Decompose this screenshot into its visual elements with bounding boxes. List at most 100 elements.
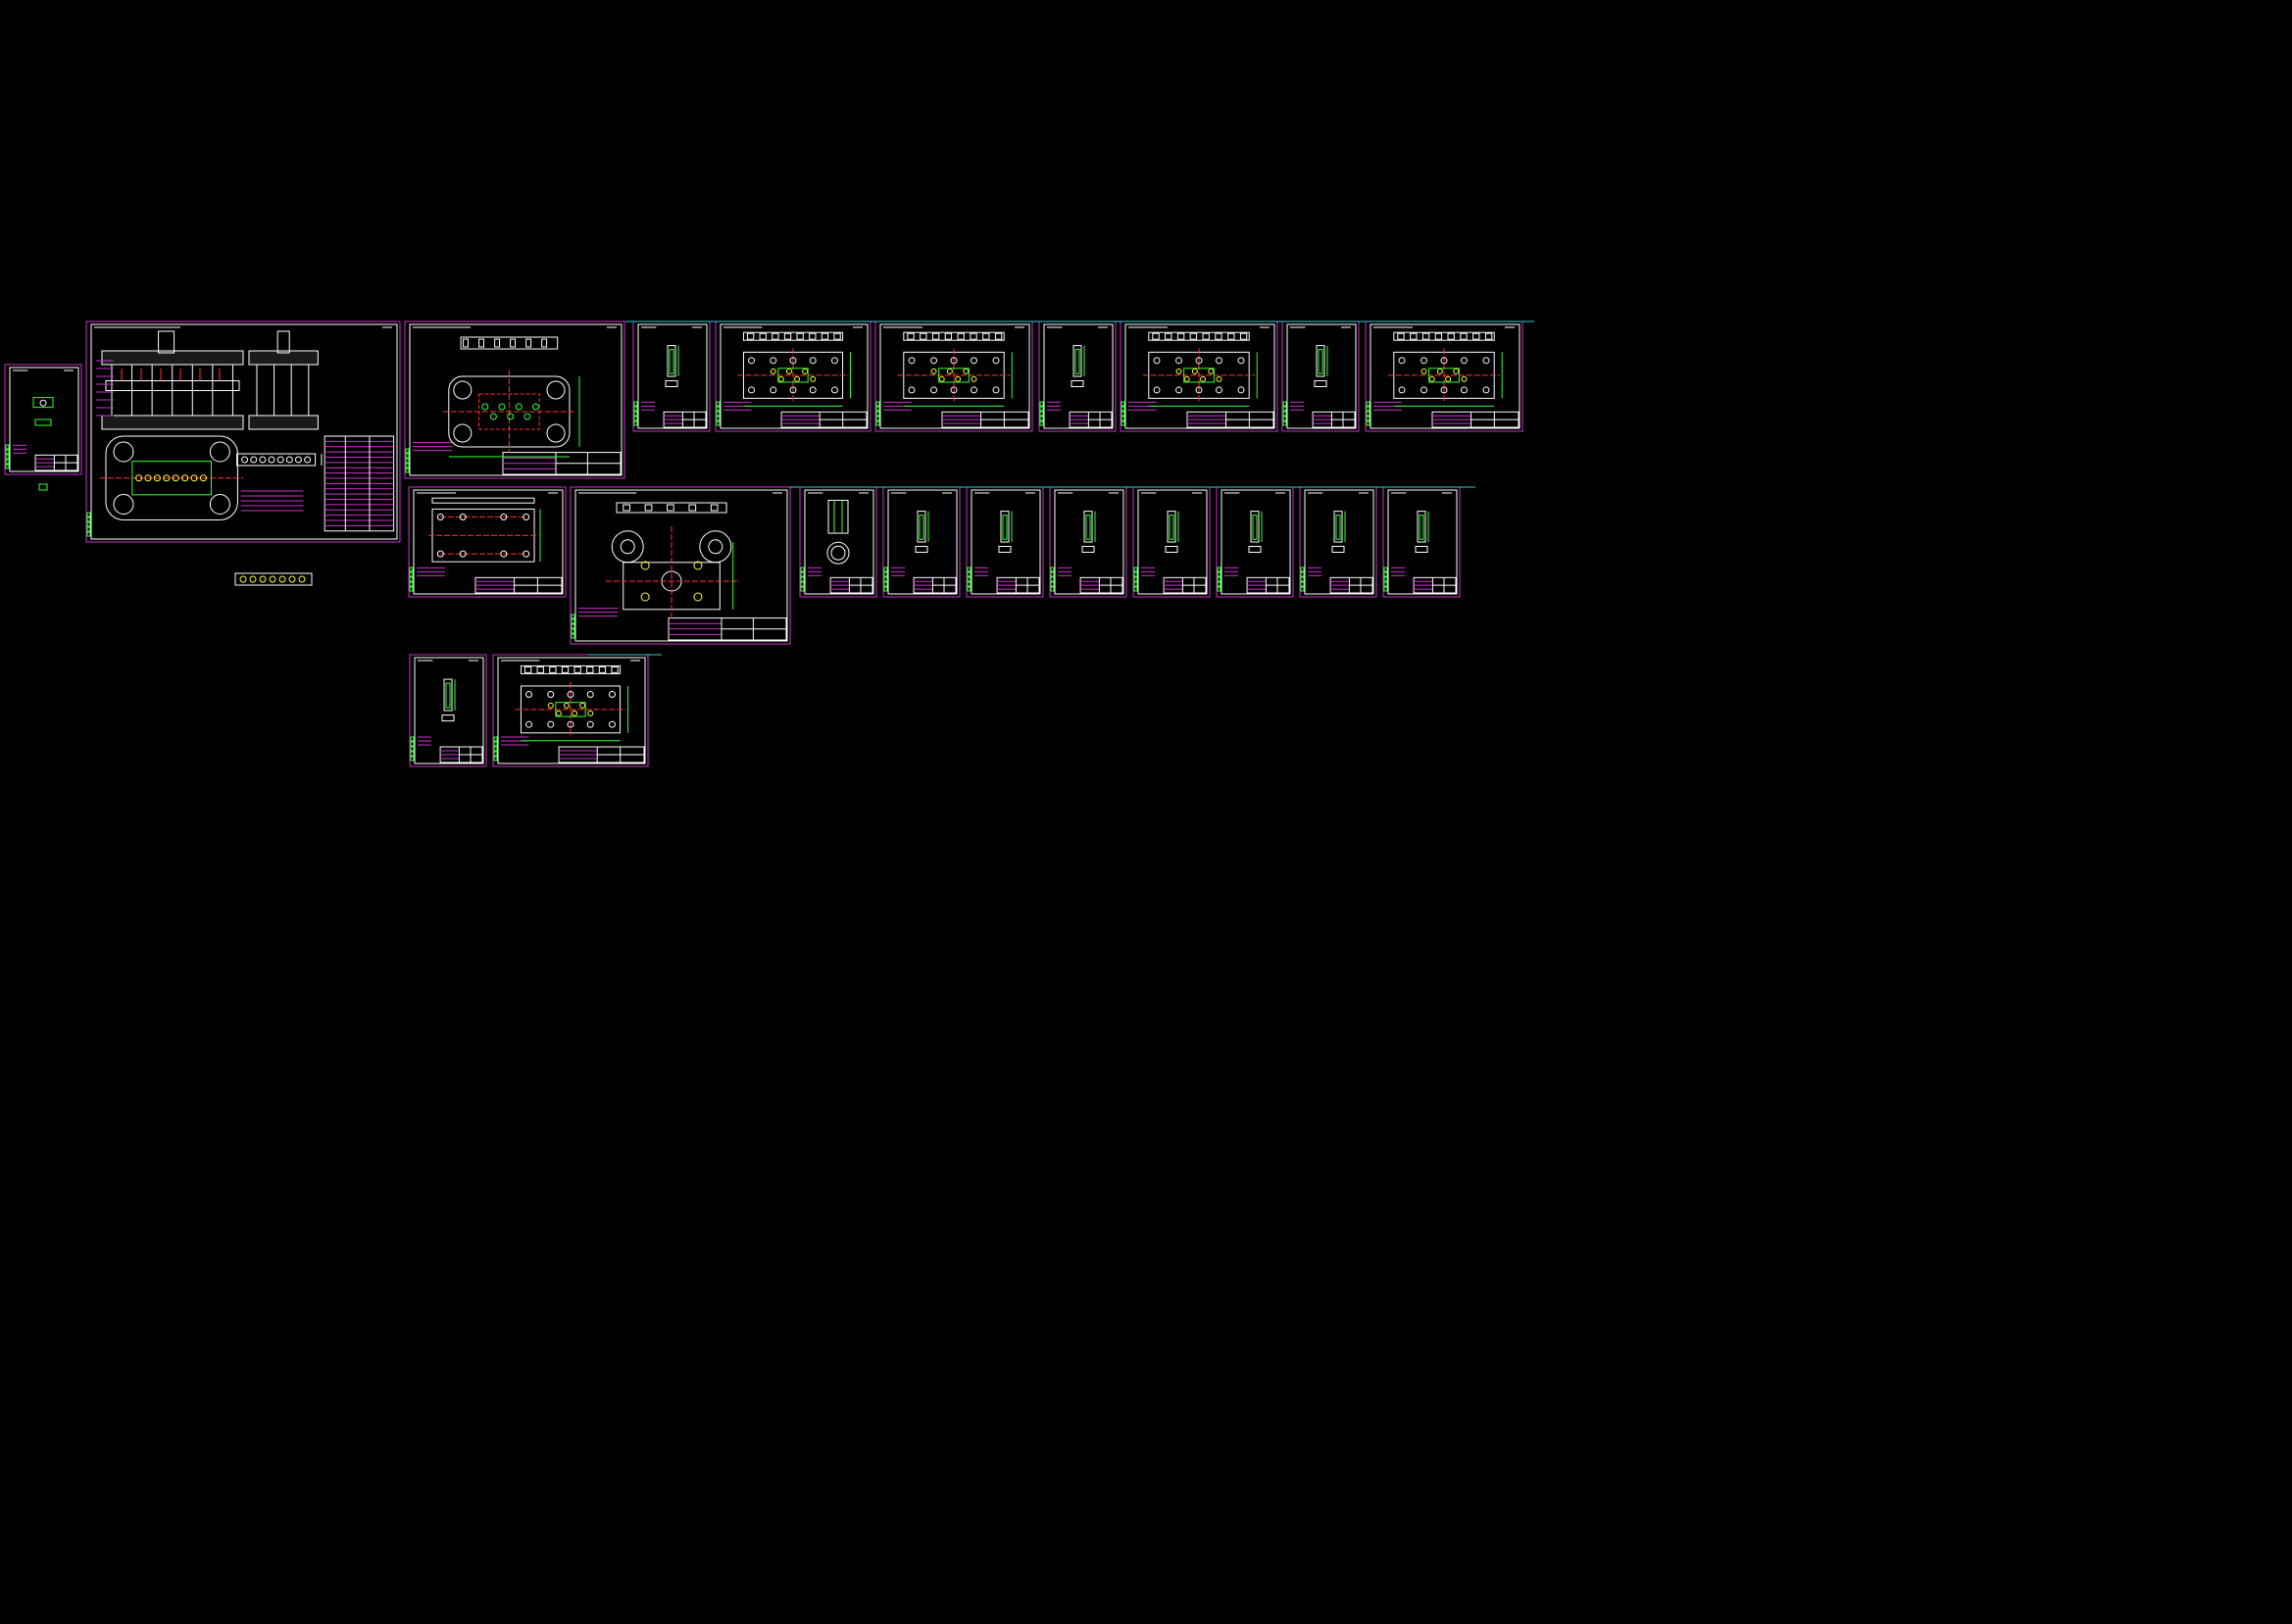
binding-mark	[410, 756, 415, 762]
section-hatch	[523, 665, 532, 673]
section-hatch	[1447, 332, 1455, 340]
side-bottom-plate	[248, 415, 319, 430]
stray-strip-hole	[259, 575, 267, 583]
sheet-inner-border	[971, 489, 1041, 595]
section-hatch	[759, 332, 767, 340]
bolt-hole	[693, 561, 703, 570]
sheet-inner-border	[887, 489, 958, 595]
section-hatch	[611, 665, 619, 673]
pierce-hole	[963, 368, 970, 374]
section-hatch	[994, 332, 1003, 340]
bolt-hole	[640, 592, 650, 602]
binding-mark	[1121, 406, 1125, 412]
side-top-plate	[248, 350, 319, 366]
stray-strip-hole	[298, 575, 306, 583]
section-hatch	[1152, 332, 1160, 340]
pierce-hole	[971, 375, 977, 382]
guide-pillar-hole	[113, 441, 134, 463]
binding-mark	[493, 751, 498, 757]
bolt-hole	[970, 357, 977, 365]
bolt-hole	[500, 550, 508, 558]
assembly-drawing-sheet	[85, 320, 401, 543]
binding-mark	[1300, 566, 1305, 572]
side-section	[460, 336, 559, 350]
side-section	[431, 497, 535, 504]
binding-mark	[875, 416, 880, 421]
bolt-hole	[567, 720, 574, 728]
punch-shank	[1335, 515, 1341, 540]
section-hatch	[1397, 332, 1405, 340]
binding-mark	[1050, 576, 1055, 582]
bolt-hole	[992, 357, 1000, 365]
bolt-hole	[950, 386, 958, 394]
binding-mark	[409, 566, 414, 572]
pierce-hole	[785, 368, 792, 374]
plate-sheet-2	[715, 320, 872, 432]
pierce-hole	[1445, 375, 1452, 382]
loose-objects	[38, 320, 1534, 656]
station-hole	[135, 474, 143, 482]
punch-head-view	[998, 545, 1012, 553]
binding-mark	[875, 420, 880, 426]
punch-shank	[1318, 349, 1323, 374]
bolt-hole	[748, 357, 756, 365]
binding-mark	[86, 521, 91, 527]
punch-shank	[1252, 515, 1258, 540]
section-hatch	[561, 665, 570, 673]
bolt-hole	[1195, 386, 1203, 394]
pierce-hole	[547, 702, 554, 709]
punch-body	[1072, 345, 1082, 377]
shank	[158, 330, 175, 354]
station-hole	[163, 474, 171, 482]
bolt-hole	[908, 386, 916, 394]
binding-mark	[633, 401, 638, 407]
die-block	[105, 380, 240, 391]
punch-sheet-4	[882, 486, 961, 598]
pierce-hole	[777, 375, 784, 382]
punch-head-view	[441, 714, 455, 722]
punch-body	[1417, 511, 1426, 543]
binding-mark	[716, 401, 721, 407]
die-hole	[523, 413, 531, 420]
bolt-hole	[908, 357, 916, 365]
side-section	[520, 664, 622, 674]
binding-mark	[410, 741, 415, 747]
bolt-hole	[809, 386, 817, 394]
section-hatch	[821, 332, 829, 340]
section-hatch	[1176, 332, 1185, 340]
binding-mark	[1217, 571, 1221, 577]
punch-sheet-2	[1038, 320, 1117, 432]
section-hatch	[1202, 332, 1210, 340]
sheet-inner-border	[804, 489, 874, 595]
binding-mark	[86, 517, 91, 522]
ear-outline	[611, 530, 644, 564]
binding-mark	[571, 623, 575, 629]
cavity	[1183, 368, 1215, 383]
bolt-hole	[809, 357, 817, 365]
binding-mark	[716, 406, 721, 412]
binding-mark	[86, 531, 91, 537]
binding-mark	[967, 571, 972, 577]
punch-body	[443, 678, 453, 712]
side-section	[903, 331, 1005, 341]
pierce-hole	[938, 375, 945, 382]
punch-body	[1250, 511, 1260, 543]
punch-body	[1167, 511, 1176, 543]
pierce-hole	[1175, 368, 1182, 374]
binding-mark	[5, 444, 10, 450]
binding-mark	[405, 453, 410, 459]
strip-hole	[294, 456, 302, 464]
bolt-hole	[830, 357, 838, 365]
sheet-outer-frame	[408, 486, 567, 598]
binding-mark	[633, 406, 638, 412]
binding-mark	[1050, 581, 1055, 587]
binding-mark	[967, 586, 972, 592]
stray-part-icon	[38, 483, 48, 491]
binding-mark	[1366, 411, 1370, 417]
punch-shank	[919, 515, 924, 540]
binding-mark	[1133, 581, 1138, 587]
bolt-hole	[748, 386, 756, 394]
binding-mark	[409, 571, 414, 577]
binding-mark	[1133, 566, 1138, 572]
